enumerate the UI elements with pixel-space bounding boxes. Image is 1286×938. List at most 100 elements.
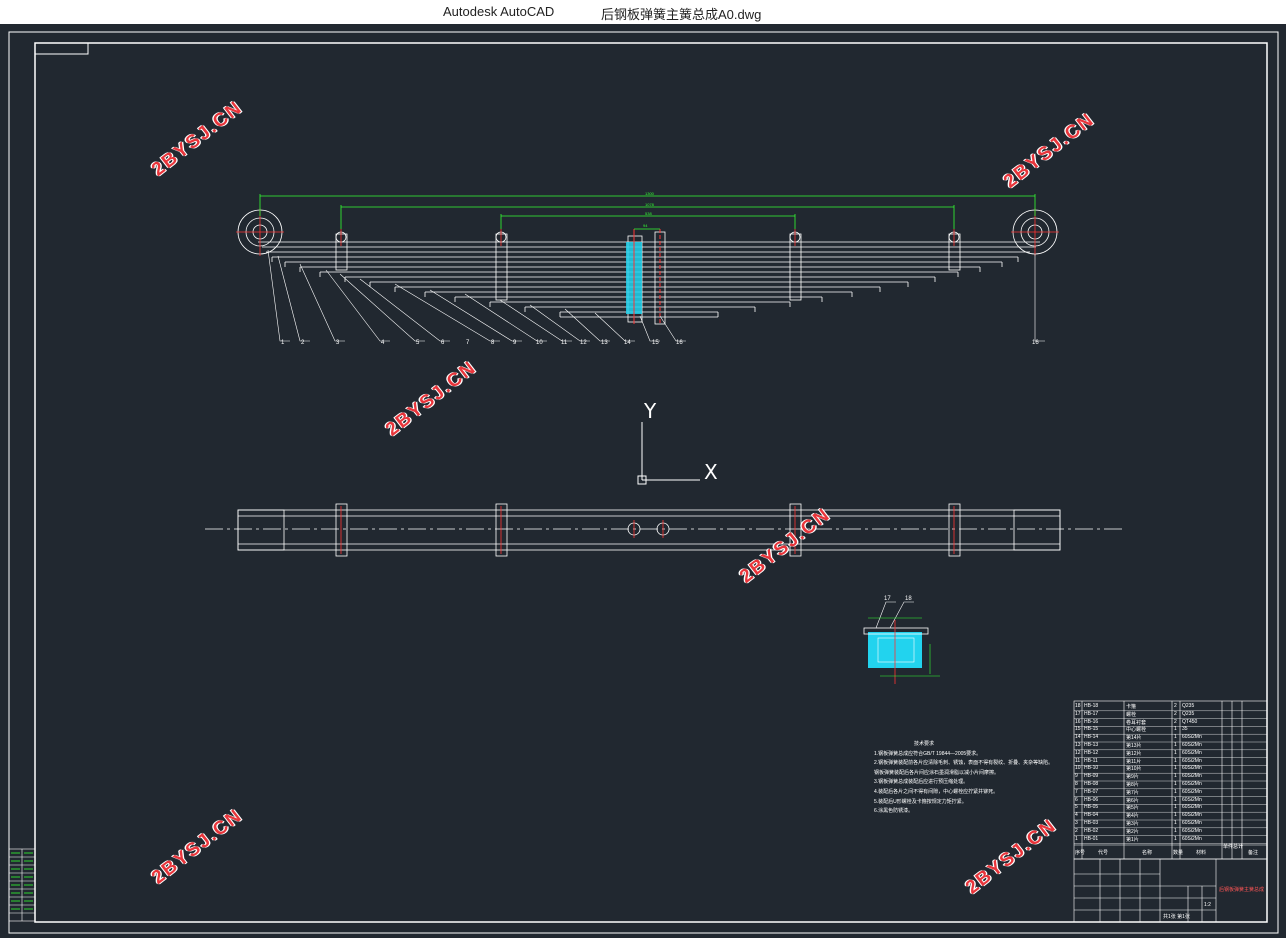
- bom-header-no: 序号: [1075, 850, 1086, 856]
- tech-note-line: 1.钢板弹簧总成应符合GB/T 19844—2005要求。: [874, 750, 982, 757]
- front-view: [237, 209, 1058, 325]
- bom-cell-qty: 1: [1174, 749, 1177, 756]
- tech-note-line: 5.装配后U形螺栓及卡箍按规定力矩拧紧。: [874, 798, 967, 805]
- ucs-icon: [637, 422, 700, 485]
- top-view: [205, 503, 1125, 557]
- bom-cell-code: HB-10: [1084, 765, 1099, 772]
- file-name: 后钢板弹簧主簧总成A0.dwg: [601, 7, 762, 22]
- bom-cell-no: 14: [1075, 734, 1081, 741]
- bom-cell-code: HB-01: [1084, 835, 1099, 842]
- bom-cell-mat: 60Si2Mn: [1182, 796, 1202, 803]
- bom-cell-qty: 2: [1174, 703, 1177, 709]
- bom-cell-name: 第12片: [1126, 750, 1142, 757]
- bom-cell-no: 4: [1075, 812, 1078, 819]
- bom-row-lines: [1074, 710, 1267, 844]
- detail-balloon-17: 17: [884, 596, 891, 602]
- bom-header-remark: 备注: [1248, 850, 1259, 856]
- bom-cell-no: 2: [1075, 827, 1078, 834]
- bom-cell-mat: 60Si2Mn: [1182, 804, 1202, 811]
- bom-cell-no: 12: [1075, 749, 1081, 756]
- bom-cell-code: HB-18: [1084, 703, 1099, 709]
- bom-cell-mat: 60Si2Mn: [1182, 827, 1202, 834]
- bom-header-total: 总计: [1233, 844, 1244, 850]
- bom-cell-name: 第4片: [1126, 813, 1139, 820]
- dimension-lines: [259, 194, 1036, 230]
- dim-inner: 538: [645, 211, 652, 216]
- balloon-12: 12: [580, 340, 587, 346]
- bom-cell-qty: 1: [1174, 796, 1177, 803]
- bom-cell-name: 第2片: [1126, 828, 1139, 835]
- bom-cell-code: HB-07: [1084, 788, 1099, 795]
- bom-cell-mat: 60Si2Mn: [1182, 734, 1202, 741]
- bom-header-code: 代号: [1098, 850, 1109, 856]
- bom-cell-no: 18: [1075, 703, 1081, 709]
- bom-cell-qty: 1: [1174, 773, 1177, 780]
- bom-cell-qty: 1: [1174, 765, 1177, 772]
- bom-cell-mat: 60Si2Mn: [1182, 742, 1202, 748]
- balloon-2: 2: [301, 340, 305, 346]
- bom-header-unit: 单件: [1223, 844, 1234, 850]
- bom-cell-qty: 1: [1174, 804, 1177, 811]
- tech-notes: 技术要求 1.钢板弹簧总成应符合GB/T 19844—2005要求。 2.钢板弹…: [874, 740, 1053, 817]
- bom-cell-no: 7: [1075, 788, 1078, 795]
- balloon-11: 11: [561, 340, 568, 346]
- dim-mid: 1078: [645, 202, 655, 207]
- bom-cell-name: 卡箍: [1126, 704, 1137, 710]
- balloon-16b: 16: [1032, 340, 1039, 346]
- bom-cell-name: 第5片: [1126, 805, 1139, 812]
- bom-cell-name: 第14片: [1126, 735, 1142, 742]
- bom-cell-code: HB-15: [1084, 726, 1099, 733]
- title-block-grid: [1073, 858, 1268, 923]
- drawing-canvas[interactable]: 1300 1078 538 94 1 2 3 4: [0, 24, 1286, 938]
- balloon-3: 3: [336, 340, 340, 346]
- balloon-7: 7: [466, 340, 470, 346]
- bom-cell-name: 中心螺栓: [1126, 727, 1147, 734]
- bom-cell-mat: 60Si2Mn: [1182, 749, 1202, 756]
- bom-grid: [1073, 700, 1268, 860]
- balloon-14: 14: [624, 340, 631, 346]
- outer-border: [8, 31, 1279, 934]
- bom-cell-mat: QT450: [1182, 718, 1198, 725]
- detail-balloon-18: 18: [905, 596, 912, 602]
- balloon-13: 13: [601, 340, 608, 346]
- bom-cell-qty: 2: [1174, 710, 1177, 717]
- balloon-8: 8: [491, 340, 495, 346]
- bom-cell-no: 11: [1075, 757, 1081, 764]
- bom-cell-no: 1: [1075, 835, 1078, 842]
- bom-cell-name: 第13片: [1126, 743, 1142, 749]
- bom-cell-mat: Q235: [1182, 710, 1195, 717]
- bom-cell-mat: 60Si2Mn: [1182, 812, 1202, 819]
- bom-header-name: 名称: [1142, 850, 1153, 856]
- dim-overall: 1300: [645, 191, 655, 196]
- bom-cell-no: 6: [1075, 796, 1078, 803]
- bom-cell-name: 第11片: [1126, 758, 1142, 765]
- bom-cell-code: HB-16: [1084, 718, 1099, 725]
- balloon-4: 4: [381, 340, 385, 346]
- bom-cell-name: 第10片: [1126, 766, 1142, 773]
- bom-cell-name: 第6片: [1126, 797, 1139, 804]
- bom-cell-mat: 60Si2Mn: [1182, 773, 1202, 780]
- bom-cell-name: 第1片: [1126, 836, 1139, 843]
- balloon-1: 1: [281, 340, 285, 346]
- bom-cell-mat: 60Si2Mn: [1182, 835, 1202, 842]
- bom-cell-code: HB-05: [1084, 804, 1099, 811]
- bom-cell-mat: 60Si2Mn: [1182, 757, 1202, 764]
- bom-cell-code: HB-04: [1084, 812, 1099, 819]
- bom-cell-mat: 60Si2Mn: [1182, 820, 1202, 826]
- bom-cell-qty: 1: [1174, 788, 1177, 795]
- bom-cell-mat: 60Si2Mn: [1182, 765, 1202, 772]
- tech-notes-title: 技术要求: [914, 741, 935, 747]
- bom-cell-code: HB-13: [1084, 742, 1099, 748]
- corner-label-box: [34, 42, 89, 55]
- bom-header-qty: 数量: [1173, 850, 1184, 856]
- cad-drawing: 1300 1078 538 94 1 2 3 4: [8, 31, 1279, 934]
- bom-cell-no: 3: [1075, 820, 1078, 826]
- bom-cell-qty: 1: [1174, 734, 1177, 741]
- bom-cell-qty: 1: [1174, 820, 1177, 826]
- bom-cell-name: 第3片: [1126, 821, 1139, 827]
- balloon-16: 16: [676, 340, 683, 346]
- balloon-numbers: 1 2 3 4 5 6 7 8 9 10 11 12 13 14 15 16 1…: [281, 340, 1039, 346]
- dim-center: 94: [643, 223, 648, 228]
- bom-cell-code: HB-06: [1084, 796, 1099, 803]
- tech-note-line: 4.装配后各片之间不得有间隙，中心螺栓应拧紧并铆死。: [874, 788, 999, 795]
